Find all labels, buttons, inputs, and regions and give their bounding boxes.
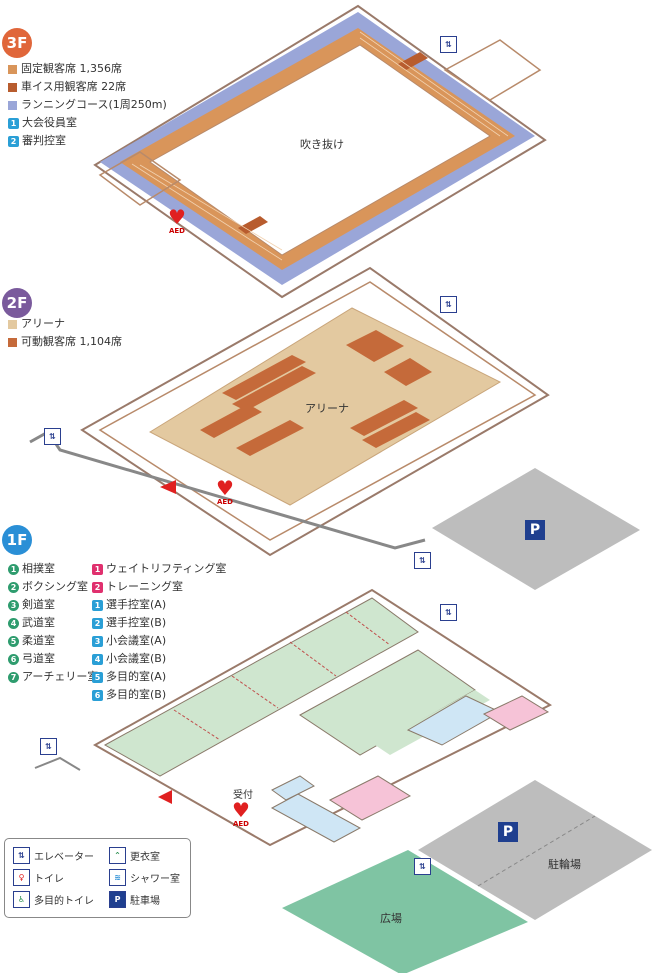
key-changing-label: 更衣室: [130, 852, 160, 863]
floor-badge-2f: 2F: [2, 288, 32, 318]
room-athlete-b: 選手控室(B): [106, 616, 167, 629]
1f-entrance-arrow: [158, 790, 172, 804]
1f-training-room: [328, 775, 412, 821]
2f-arena-floor: [148, 307, 502, 506]
elevator-icon-2f-west: ⇅: [44, 428, 61, 445]
key-shower-label: シャワー室: [130, 874, 180, 885]
shower-icon: ≋: [109, 869, 126, 886]
elevator-icon-3f: ⇅: [440, 36, 457, 53]
parking-icon: P: [109, 891, 126, 908]
room-kyudo: 弓道室: [22, 652, 55, 665]
floor-1f-plan: [34, 588, 553, 847]
elevator-icon: ⇅: [13, 847, 30, 864]
plaza-area: [282, 850, 528, 973]
aed-1f-icon: ♥AED: [232, 798, 250, 828]
legend-running-course: ランニングコース(1周250m): [21, 98, 167, 111]
elevator-icon-1f: ⇅: [440, 604, 457, 621]
elevator-icon-2f: ⇅: [440, 296, 457, 313]
parking-icon-1f: P: [498, 822, 518, 842]
legend-movable-seats: 可動観客席 1,104席: [21, 335, 122, 348]
room-judo: 柔道室: [22, 634, 55, 647]
legend-arena: アリーナ: [21, 317, 65, 330]
1f-green-rooms-top: [103, 597, 419, 777]
room-budo: 武道室: [22, 616, 55, 629]
icon-key: ⇅ エレベーター ♀ トイレ ♿ 多目的トイレ ⌃ 更衣室 ≋ シャワー室 P 駐車場: [4, 838, 191, 918]
changing-room-icon: ⌃: [109, 847, 126, 864]
parking-icon-2f: P: [525, 520, 545, 540]
room-kendo: 剣道室: [22, 598, 55, 611]
2f-walkway: [29, 430, 426, 550]
legend-2f: アリーナ 可動観客席 1,104席: [8, 315, 122, 351]
key-toilet-label: トイレ: [34, 874, 64, 885]
room-meeting-b: 小会議室(B): [106, 652, 167, 665]
room-multipurpose-a: 多目的室(A): [106, 670, 167, 683]
aed-2f-icon: ♥AED: [216, 476, 234, 506]
legend-wheelchair-seats: 車イス用観客席 22席: [21, 80, 127, 93]
floor-2f-plan: [29, 266, 550, 557]
atrium-label: 吹き抜け: [300, 138, 344, 151]
room-athlete-a: 選手控室(A): [106, 598, 167, 611]
legend-referee-room: 審判控室: [22, 134, 66, 147]
elevator-icon-2f-south: ⇅: [414, 552, 431, 569]
room-archery: アーチェリー室: [22, 670, 99, 683]
3f-wheelchair-seats: [238, 216, 268, 234]
floor-badge-3f: 3F: [2, 28, 32, 58]
floor-badge-1f: 1F: [2, 525, 32, 555]
legend-fixed-seats: 固定観客席 1,356席: [21, 62, 122, 75]
toilet-icon: ♀: [13, 869, 30, 886]
room-meeting-a: 小会議室(A): [106, 634, 167, 647]
floor-3f-plan: [93, 4, 547, 299]
room-boxing: ボクシング室: [22, 580, 88, 593]
1f-weightlifting-room: [482, 695, 550, 731]
elevator-icon-1f-south: ⇅: [414, 858, 431, 875]
aed-3f-icon: ♥AED: [168, 205, 186, 235]
elevator-icon-1f-west: ⇅: [40, 738, 57, 755]
2f-movable-seating: [200, 330, 432, 456]
arena-label: アリーナ: [305, 402, 349, 415]
2f-entrance-arrow: [160, 480, 176, 494]
plaza-label: 広場: [380, 912, 402, 925]
3f-wheelchair-seats-2: [398, 52, 428, 70]
key-elevator-label: エレベーター: [34, 852, 94, 863]
legend-officials-room: 大会役員室: [22, 116, 77, 129]
legend-3f: 固定観客席 1,356席 車イス用観客席 22席 ランニングコース(1周250m…: [8, 60, 167, 150]
reception-label: 受付: [233, 790, 253, 801]
accessible-toilet-icon: ♿: [13, 891, 30, 908]
room-multipurpose-b: 多目的室(B): [106, 688, 167, 701]
room-weightlifting: ウェイトリフティング室: [106, 562, 227, 575]
room-sumo: 相撲室: [22, 562, 55, 575]
room-training: トレーニング室: [106, 580, 183, 593]
key-accessible-toilet-label: 多目的トイレ: [34, 896, 94, 907]
key-parking-label: 駐車場: [130, 896, 160, 907]
1f-parking-bike-area: [418, 780, 652, 920]
bicycle-parking-label: 駐輪場: [548, 858, 581, 871]
